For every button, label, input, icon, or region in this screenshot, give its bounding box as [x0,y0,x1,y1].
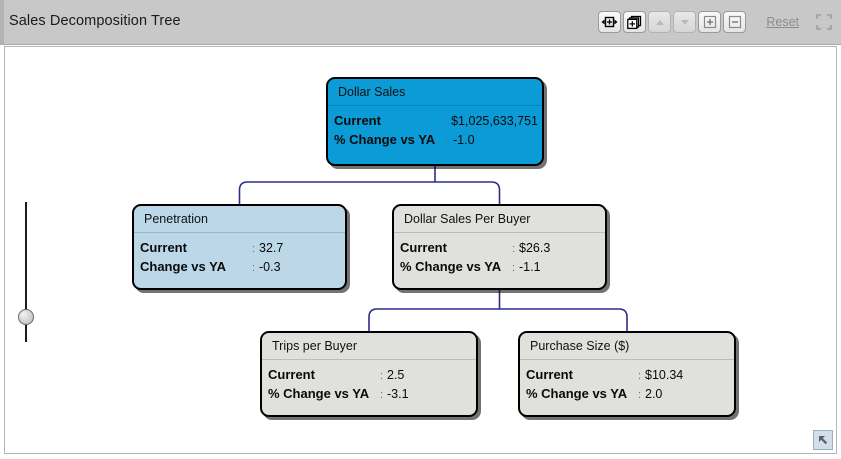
node-title: Dollar Sales [338,85,406,99]
plus-box-icon [703,15,716,29]
metric-separator: : [252,262,256,274]
resize-arrow-icon [818,435,827,444]
node-title: Dollar Sales Per Buyer [404,212,531,226]
node-divider [394,232,605,233]
metric-separator: : [252,243,256,255]
metric-value: $10.34 [645,368,684,382]
layers-icon [626,15,641,29]
move-down-button[interactable] [673,11,697,33]
node-metric-row: % Change vs YA:-1.1 [400,259,601,278]
layers-button[interactable] [623,11,647,33]
node-metric-rows: Current:$10.34% Change vs YA:2.0 [526,367,730,405]
page-title: Sales Decomposition Tree [9,13,181,29]
zoom-slider[interactable] [15,202,37,342]
tree-node-purchase-size[interactable]: Purchase Size ($)Current:$10.34% Change … [518,331,736,417]
minus-box-icon [728,15,741,29]
title-bar: Sales Decomposition Tree [0,0,841,45]
metric-value: 2.5 [387,368,405,382]
metric-label: Current [268,367,315,382]
node-metric-row: % Change vs YA:-1.0 [334,132,538,151]
node-metric-row: Current:$26.3 [400,240,601,259]
fit-width-icon [601,16,618,28]
node-metric-row: Change vs YA:-0.3 [140,259,341,278]
metric-separator: : [638,370,642,382]
connector-edge [238,181,435,204]
metric-label: Current [526,367,573,382]
metric-separator: : [638,389,642,401]
node-metric-row: Current:32.7 [140,240,341,259]
triangle-up-icon [655,19,664,25]
node-divider [134,232,345,233]
metric-label: % Change vs YA [268,386,370,401]
connector-edge [435,181,501,204]
fit-width-button[interactable] [598,11,622,33]
expand-all-button[interactable] [698,11,722,33]
metric-value: 32.7 [259,241,284,255]
metric-label: % Change vs YA [400,259,502,274]
metric-label: Current [400,240,447,255]
metric-label: Current [334,113,381,128]
zoom-slider-track[interactable] [25,202,27,342]
metric-value: -3.1 [387,387,409,401]
zoom-slider-handle[interactable] [18,308,34,325]
metric-value: -1.0 [453,133,475,147]
metric-value: -0.3 [259,260,281,274]
node-metric-row: % Change vs YA:2.0 [526,386,730,405]
collapse-all-button[interactable] [723,11,747,33]
collapse-corners-icon [816,14,832,30]
connector-edge [368,308,500,331]
metric-separator: : [380,389,384,401]
node-title: Penetration [144,212,208,226]
node-metric-rows: Current:$26.3% Change vs YA:-1.1 [400,240,601,278]
node-metric-rows: Current:$1,025,633,751% Change vs YA:-1.… [334,113,538,151]
toolbar: Reset [598,10,833,34]
metric-label: Current [140,240,187,255]
metric-separator: : [512,262,516,274]
node-divider [328,105,542,106]
node-title: Trips per Buyer [272,339,357,353]
metric-separator: : [512,243,516,255]
node-metric-row: Current:2.5 [268,367,472,386]
reset-link[interactable]: Reset [766,15,799,29]
node-metric-row: % Change vs YA:-3.1 [268,386,472,405]
node-title: Purchase Size ($) [530,339,630,353]
move-up-button[interactable] [648,11,672,33]
metric-separator: : [444,116,448,128]
node-metric-rows: Current:2.5% Change vs YA:-3.1 [268,367,472,405]
metric-label: Change vs YA [140,259,226,274]
metric-value: 2.0 [645,387,663,401]
metric-value: -1.1 [519,260,541,274]
metric-separator: : [446,135,450,147]
node-divider [520,359,734,360]
metric-label: % Change vs YA [334,132,436,147]
metric-label: % Change vs YA [526,386,628,401]
node-metric-row: Current:$10.34 [526,367,730,386]
metric-value: $26.3 [519,241,551,255]
connector-edge [499,308,628,331]
node-metric-row: Current:$1,025,633,751 [334,113,538,132]
metric-value: $1,025,633,751 [451,114,538,128]
collapse-corners-button[interactable] [815,13,833,31]
triangle-down-icon [680,19,689,25]
resize-handle[interactable] [813,430,833,450]
metric-separator: : [380,370,384,382]
node-divider [262,359,476,360]
